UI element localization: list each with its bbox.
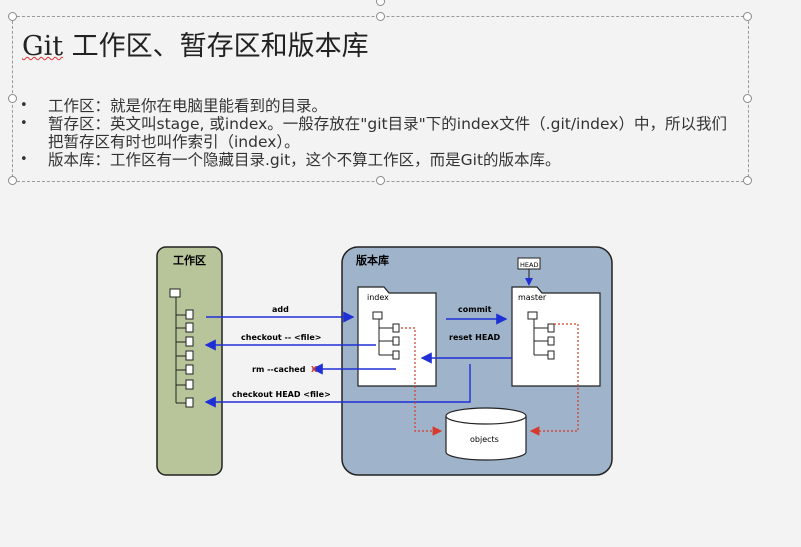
file-icon [392, 336, 400, 346]
git-areas-diagram: 工作区 版本库 index master HEAD [156, 246, 613, 476]
checkout-head-label: checkout HEAD <file> [232, 390, 331, 399]
checkout-head-arrow [204, 364, 471, 408]
file-icon [185, 322, 194, 333]
head-label: HEAD [520, 261, 538, 269]
bullet-stage: 暂存区：英文叫stage, 或index。一般存放在"git目录"下的index… [20, 115, 740, 151]
file-icon [392, 323, 400, 333]
resize-handle-top-mid[interactable] [376, 12, 385, 21]
index-to-objects-arrow [401, 327, 443, 436]
file-icon [185, 309, 194, 320]
resize-handle-top-left[interactable] [8, 12, 17, 21]
resize-handle-mid-right[interactable] [743, 94, 752, 103]
workspace-panel [156, 246, 223, 476]
repository-label: 版本库 [356, 253, 389, 267]
objects-store [445, 407, 527, 461]
folder-icon [169, 288, 181, 298]
slide-title-git: Git [22, 31, 64, 62]
resize-handle-bottom-right[interactable] [743, 176, 752, 185]
master-file-tree [527, 311, 555, 360]
master-label: master [518, 293, 547, 302]
objects-label: objects [470, 435, 499, 444]
checkout-file-label: checkout -- <file> [241, 333, 321, 342]
commit-label: commit [458, 305, 492, 314]
workspace-label: 工作区 [173, 253, 206, 267]
file-icon [185, 397, 194, 408]
file-icon [547, 350, 555, 360]
index-label: index [367, 293, 389, 302]
bullet-list: 工作区：就是你在电脑里能看到的目录。 暂存区：英文叫stage, 或index。… [20, 97, 740, 169]
resize-handle-bottom-left[interactable] [8, 176, 17, 185]
workspace-file-tree [169, 288, 194, 408]
index-file-tree [372, 311, 400, 360]
file-icon [392, 350, 400, 360]
file-icon [185, 336, 194, 347]
folder-icon [527, 311, 538, 320]
rotate-handle[interactable] [376, 0, 385, 6]
file-icon [185, 364, 194, 375]
slide-title: Git 工作区、暂存区和版本库 [22, 24, 369, 63]
file-icon [185, 379, 194, 390]
file-icon [547, 336, 555, 346]
resize-handle-bottom-mid[interactable] [376, 176, 385, 185]
reset-head-label: reset HEAD [449, 333, 501, 342]
resize-handle-mid-left[interactable] [8, 94, 17, 103]
file-icon [547, 323, 555, 333]
master-to-objects-arrow [529, 323, 579, 436]
file-icon [185, 350, 194, 361]
add-label: add [272, 305, 289, 314]
rm-cached-label: rm --cached [252, 365, 306, 374]
folder-icon [372, 311, 383, 320]
bullet-workspace: 工作区：就是你在电脑里能看到的目录。 [20, 97, 740, 115]
bullet-repository: 版本库：工作区有一个隐藏目录.git，这个不算工作区，而是Git的版本库。 [20, 151, 740, 169]
resize-handle-top-right[interactable] [743, 12, 752, 21]
rm-cached-mark: X [311, 365, 318, 374]
slide-title-rest: 工作区、暂存区和版本库 [63, 31, 369, 62]
